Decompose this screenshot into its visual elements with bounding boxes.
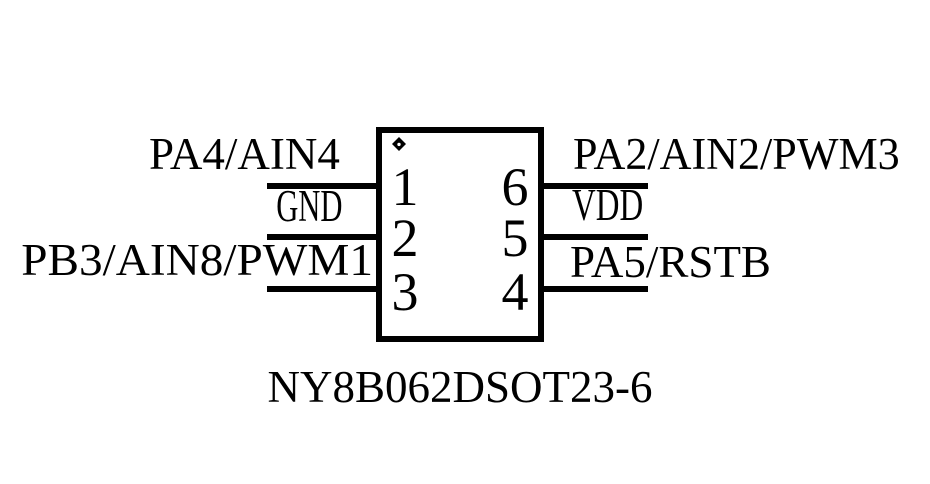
pin-number-1: 1	[391, 157, 419, 217]
pin-number-3: 3	[391, 262, 419, 322]
pin-number-4: 4	[501, 262, 529, 322]
pin-1-wire	[267, 183, 379, 189]
pin-number-6: 6	[501, 157, 529, 217]
part-title: NY8B062DSOT23-6	[267, 362, 653, 412]
ic-body-outline	[376, 127, 544, 342]
pin-number-2: 2	[391, 208, 419, 268]
pin-6-wire	[541, 183, 648, 189]
pin-5-wire	[541, 234, 648, 240]
pin-3-wire	[267, 286, 379, 292]
pin-4-wire	[541, 286, 648, 292]
pin1-diamond-icon	[392, 137, 406, 151]
pin-5-label: VDD	[572, 180, 644, 230]
pin-number-5: 5	[501, 208, 529, 268]
pin-1-label: PA4/AIN4	[149, 129, 340, 179]
pin-6-label: PA2/AIN2/PWM3	[573, 129, 900, 179]
pin-2-label: GND	[275, 181, 342, 231]
pin-4-label: PA5/RSTB	[570, 237, 771, 287]
pin-3-label: PB3/AIN8/PWM1	[21, 235, 373, 285]
pin-2-wire	[267, 234, 379, 240]
